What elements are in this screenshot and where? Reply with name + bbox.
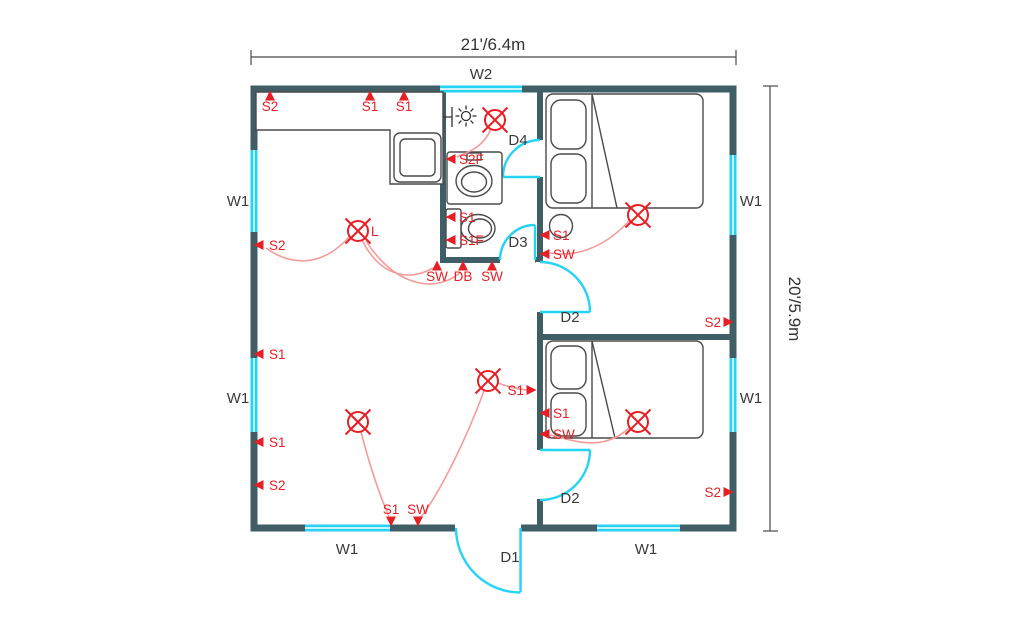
- door-opening-d3: [500, 255, 535, 265]
- door-d3: [498, 223, 537, 261]
- label-light-l: L: [371, 224, 379, 239]
- door-d4: [501, 138, 541, 179]
- label-window-w1: W1: [740, 390, 763, 407]
- kitchen-sink-bowl: [399, 138, 436, 177]
- label-switch-s2: S2: [269, 238, 286, 253]
- bed-2: [545, 340, 704, 439]
- bed-1: [545, 93, 704, 209]
- ceiling-light-icon: [624, 408, 652, 436]
- label-door-d2: D2: [560, 490, 579, 507]
- wire: [456, 128, 492, 158]
- label-door-d1: D1: [500, 549, 519, 566]
- door-swing-arc: [539, 449, 592, 502]
- label-door-d3: D3: [508, 234, 527, 251]
- label-door-d4: D4: [508, 132, 527, 149]
- label-switch-s1: S1: [269, 347, 286, 362]
- wire: [420, 390, 485, 518]
- wire: [265, 235, 351, 262]
- label-switch-s1: S1: [269, 435, 286, 450]
- ceiling-light-icon: [344, 217, 372, 245]
- label-switch-s1: S1: [383, 502, 400, 517]
- label-switch-s1f: S1F: [459, 233, 484, 248]
- label-switch-s1: S1: [553, 406, 570, 421]
- label-switch-s1: S1: [362, 99, 379, 114]
- label-window-w1: W1: [740, 193, 763, 210]
- kitchen-sink: [393, 132, 442, 183]
- label-switch-s2: S2: [704, 315, 721, 330]
- bed-frame: [545, 93, 704, 209]
- pillow: [550, 99, 587, 150]
- bathroom-sink-basin-inner: [460, 171, 488, 193]
- label-dimension-height: 20'/5.9m: [785, 277, 804, 342]
- pillow: [550, 153, 587, 204]
- label-switch-s2f: S2F: [459, 152, 484, 167]
- dimension-right: [763, 85, 778, 532]
- door-swing-arc: [539, 260, 592, 313]
- toilet-bowl: [460, 213, 496, 244]
- shower-icon: [443, 107, 453, 127]
- door-d2-bottom: [539, 448, 592, 502]
- door-opening-d2-top: [535, 262, 545, 312]
- label-switch-sw: SW: [481, 269, 503, 284]
- label-switch-sw: SW: [407, 502, 429, 517]
- wire: [497, 382, 528, 391]
- wire: [360, 431, 390, 517]
- dimension-top: [250, 50, 737, 65]
- label-switch-sw: SW: [426, 269, 448, 284]
- label-switch-sw: SW: [553, 427, 575, 442]
- bed-frame: [545, 340, 704, 439]
- ceiling-light-icon: [481, 106, 509, 134]
- label-door-d2: D2: [560, 309, 579, 326]
- bathroom-sink-basin: [455, 164, 493, 198]
- ceiling-light-icon: [474, 367, 502, 395]
- door-opening-d4: [535, 140, 545, 177]
- kitchen-counter: [255, 91, 444, 185]
- blanket-fold: [591, 340, 616, 439]
- label-switch-s2: S2: [704, 485, 721, 500]
- ceiling-light-icon: [344, 408, 372, 436]
- label-switch-s2: S2: [269, 478, 286, 493]
- bathroom-faucet: [466, 152, 482, 161]
- label-window-w1: W1: [227, 390, 250, 407]
- door-swing-arc: [498, 223, 536, 261]
- wire: [549, 427, 630, 444]
- label-switch-s1: S1: [507, 383, 524, 398]
- door-d1: [454, 527, 522, 594]
- label-switch-s1: S1: [396, 99, 413, 114]
- pillow: [550, 345, 587, 390]
- label-distribution-board-db: DB: [454, 269, 473, 284]
- label-window-w2: W2: [470, 66, 493, 83]
- label-switch-sw: SW: [553, 247, 575, 262]
- door-opening-d2-bottom: [535, 450, 545, 499]
- label-window-w1: W1: [336, 541, 359, 558]
- label-dimension-width: 21'/6.4m: [461, 35, 526, 54]
- door-swing-arc: [454, 527, 521, 594]
- toilet-bowl-inner: [467, 218, 493, 239]
- label-window-w1: W1: [635, 541, 658, 558]
- blanket-fold: [591, 93, 618, 209]
- pillow: [550, 392, 587, 437]
- ceiling-light-icon: [624, 201, 652, 229]
- nightstand: [548, 213, 574, 239]
- label-switch-s1: S1: [459, 210, 476, 225]
- door-d2-top: [539, 260, 592, 314]
- wire: [549, 220, 630, 255]
- label-window-w1: W1: [227, 193, 250, 210]
- door-swing-arc: [501, 138, 541, 178]
- label-switch-s1: S1: [553, 228, 570, 243]
- door-opening-d1: [455, 523, 521, 534]
- label-switch-s2: S2: [262, 99, 279, 114]
- wire: [365, 240, 462, 285]
